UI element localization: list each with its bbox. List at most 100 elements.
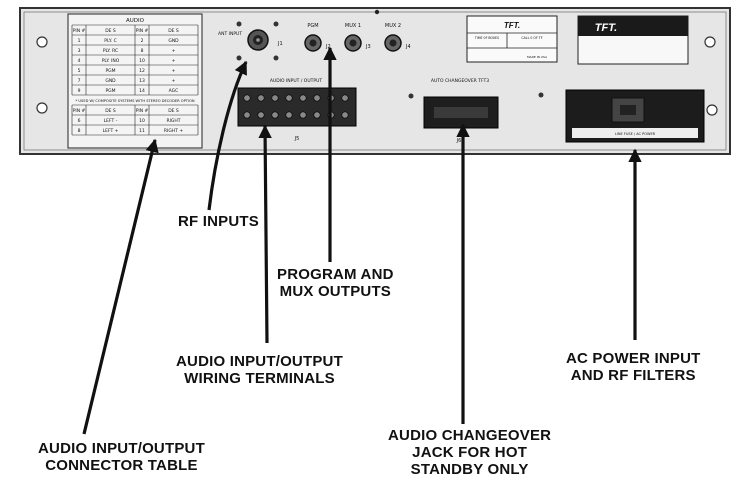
table-cell: 3 — [78, 48, 81, 54]
tft-nameplate: TFT. — [578, 16, 688, 64]
screw — [237, 56, 242, 61]
terminal-screw — [314, 112, 320, 118]
table-cell: 10 — [139, 58, 145, 64]
table-cell: 8 — [141, 48, 144, 54]
table-cell: 13 — [139, 78, 145, 84]
tft-box-bottom: MADE IN USA — [527, 55, 548, 59]
callout-line: PROGRAM AND — [277, 266, 394, 283]
callout-rf-inputs: RF INPUTS — [178, 213, 259, 230]
arrow-connector-table — [84, 140, 155, 434]
table-cell: LEFT + — [103, 128, 119, 134]
terminal-screw — [300, 95, 306, 101]
ac-power-input: LINE FUSE / AC POWER — [566, 90, 704, 142]
table-cell: 9 — [78, 88, 81, 94]
tft-box-left: TIME 0F BOXES — [474, 36, 499, 40]
audio-io-label: AUDIO INPUT / OUTPUT — [270, 78, 323, 84]
mounting-hole — [705, 37, 715, 47]
jack-label-j6: J6 — [456, 138, 462, 144]
table-cell: 1 — [78, 38, 81, 44]
callout-program-mux: PROGRAM AND MUX OUTPUTS — [277, 266, 394, 300]
table-cell: + — [172, 78, 176, 84]
table-cell: 6 — [78, 118, 81, 124]
table-cell: PIN # — [73, 108, 86, 114]
callout-wiring-terminals: AUDIO INPUT/OUTPUT WIRING TERMINALS — [176, 353, 343, 387]
callout-line: JACK FOR HOT — [388, 444, 551, 461]
table-cell: PIN # — [73, 28, 86, 34]
terminal-screw — [314, 95, 320, 101]
table-cell: PLY. INO — [102, 58, 120, 64]
callout-connector-table: AUDIO INPUT/OUTPUT CONNECTOR TABLE — [38, 440, 205, 474]
table-cell: PIN # — [136, 28, 149, 34]
terminal-screw — [286, 112, 292, 118]
table-cell: + — [172, 58, 176, 64]
table-cell: PLY. C — [104, 38, 116, 44]
bnc-label: PGM — [307, 23, 318, 29]
arrow-wiring-terminals — [265, 126, 267, 343]
table-cell: 11 — [139, 128, 145, 134]
table-cell: 8 — [78, 128, 81, 134]
callout-line: AUDIO CHANGEOVER — [388, 427, 551, 444]
terminal-screw — [272, 95, 278, 101]
screw — [274, 22, 279, 27]
bnc-label: MUX 2 — [385, 23, 401, 29]
terminal-screw — [342, 95, 348, 101]
table-cell: RIGHT — [166, 118, 180, 124]
screw — [539, 93, 544, 98]
mounting-hole — [37, 37, 47, 47]
tft-logo: TFT. — [504, 21, 520, 30]
ac-plate-text: LINE FUSE / AC POWER — [615, 132, 656, 136]
terminal-screw — [244, 112, 250, 118]
callout-line: AND RF FILTERS — [566, 367, 700, 384]
table-cell: 2 — [141, 38, 144, 44]
callout-line: CONNECTOR TABLE — [38, 457, 205, 474]
jack-label: J3 — [365, 44, 371, 50]
table-note: * USED W/ COMPOSITE SYSTEMS WITH STEREO … — [75, 99, 194, 103]
table-cell: RIGHT + — [164, 128, 184, 134]
table-cell: DE S — [168, 28, 179, 34]
callout-line: MUX OUTPUTS — [277, 283, 394, 300]
callout-line: STANDBY ONLY — [388, 461, 551, 478]
table-cell: LEFT - — [104, 118, 118, 124]
terminal-screw — [244, 95, 250, 101]
jack-label: J4 — [405, 44, 411, 50]
table-cell: + — [172, 48, 176, 54]
screw — [409, 94, 414, 99]
callout-changeover-jack: AUDIO CHANGEOVER JACK FOR HOT STANDBY ON… — [388, 427, 551, 478]
mounting-hole — [37, 103, 47, 113]
callout-line: WIRING TERMINALS — [176, 370, 343, 387]
terminal-screw — [300, 112, 306, 118]
table-cell: DE S — [168, 108, 179, 114]
table-cell: 4 — [78, 58, 81, 64]
table-cell: 5 — [78, 68, 81, 74]
tft-box-right: CALL 0 OF TF — [521, 36, 542, 40]
callout-line: AUDIO INPUT/OUTPUT — [38, 440, 205, 457]
tft-plate-logo: TFT. — [595, 22, 617, 34]
table-cell: 10 — [139, 118, 145, 124]
table-title: AUDIO — [126, 18, 145, 24]
table-cell: PGM — [105, 88, 115, 94]
screw — [237, 22, 242, 27]
table-cell: PLY. RC — [103, 48, 118, 54]
screw-dot — [375, 10, 379, 14]
changeover-label: AUTO CHANGEOVER TFT3 — [431, 78, 489, 84]
table-cell: + — [172, 68, 176, 74]
table-cell: GND — [105, 78, 116, 84]
tft-label-box: TFT. TIME 0F BOXES CALL 0 OF TF MADE IN … — [467, 16, 557, 62]
terminal-screw — [258, 112, 264, 118]
table-cell: AGC — [169, 88, 179, 94]
table-cell: DE S — [105, 108, 116, 114]
callout-line: AC POWER INPUT — [566, 350, 700, 367]
screw — [274, 56, 279, 61]
terminal-screw — [342, 112, 348, 118]
bnc-label: MUX 1 — [345, 23, 361, 29]
table-cell: GND — [168, 38, 179, 44]
table-cell: DE S — [105, 28, 116, 34]
table-cell: PIN # — [136, 108, 149, 114]
terminal-screw — [258, 95, 264, 101]
terminal-screw — [286, 95, 292, 101]
table-cell: 12 — [139, 68, 145, 74]
table-cell: 7 — [78, 78, 81, 84]
jack-label-j1: J1 — [277, 41, 283, 47]
